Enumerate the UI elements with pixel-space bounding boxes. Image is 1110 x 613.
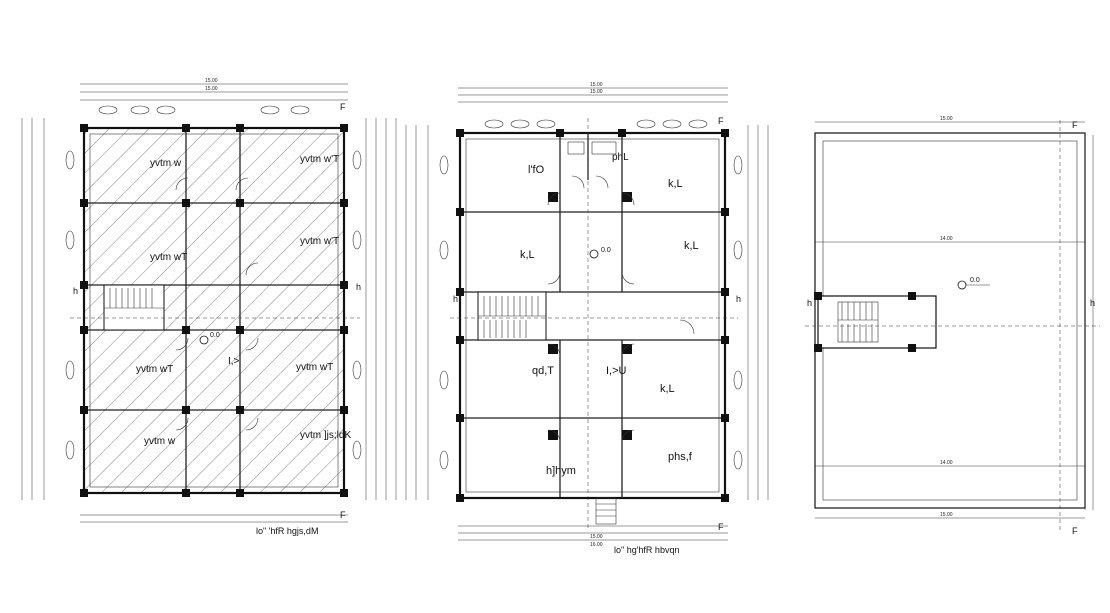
plan-1-room-label: yvtm w [144,436,176,447]
plan-2-level-text: 0.0 [601,247,611,254]
floor-plan-1: 15.00 15.00 [21,78,397,536]
plan-1-h-mark-right: h [356,282,361,292]
plan-3-dim-mid-2: 14.00 [940,460,953,466]
plan-2-columns [456,129,729,502]
plan-1-outer-wall [82,126,346,495]
plan-3-h-mark-right: h [1090,298,1095,308]
plan-2-outer-wall [458,131,727,500]
plan-1-doors [175,177,259,431]
plan-2-room-label: k,L [520,249,535,261]
plan-2-stair [477,291,547,341]
plan-2-room-label: h]hym [546,465,576,477]
plan-1-room-label: yvtm wT [296,362,333,373]
plan-3-level-marker-icon [957,280,967,290]
plan-3-dim-bottom: 15.00 [940,512,953,518]
plan-1-top-dimensions: 15.00 15.00 [80,78,348,523]
plan-3-section-mark-top: F [1072,120,1078,130]
floor-plan-2: 15.00 15.00 15.00 16.00 [405,82,769,555]
plan-2-h-mark-right: h [736,294,741,304]
plan-2-section-mark-top: F [718,116,724,126]
plan-2-room-label: qd,T [532,365,554,377]
plan-1-h-mark-left: h [73,286,78,296]
plan-2-level-marker-icon [589,249,599,259]
plan-1-section-mark-top: F [340,102,346,112]
plan-2-section-mark-bottom: F [718,522,724,532]
plan-1-room-label: yvtm w'T [300,236,339,247]
plan-1-room-label: yvtm w [150,158,182,169]
plan-3-level-text: 0.0 [970,277,980,284]
plan-2-room-label: I,>U [606,365,627,377]
plan-2-room-label: k,L [668,178,683,190]
plan-2-h-mark-left: h [453,294,458,304]
plan-1-dim-top-2: 15.00 [205,86,218,92]
plan-3-dim-top: 15.00 [940,116,953,122]
plan-1-room-label: I,> [228,356,240,367]
plan-2-dimensions: 15.00 15.00 15.00 16.00 [458,82,728,548]
plan-2-dim-bottom-1: 15.00 [590,534,603,540]
plan-2-room-label: k,L [660,383,675,395]
plan-2-doors [547,175,695,443]
plan-1-level-text: 0.0 [210,332,220,339]
plan-2-room-label: k,L [684,240,699,252]
plan-1-room-label: yvtm wT [150,252,187,263]
plan-1-level-marker-icon [199,335,209,345]
plan-3-stair-head [814,292,937,352]
plan-2-room-label: phL [612,152,629,163]
plan-2-window-symbols [439,119,743,470]
plan-2-room-label: phs,f [668,451,693,463]
plan-1-dim-top-1: 15.00 [205,78,218,84]
plan-1-room-label: yvtm w'T [300,154,339,165]
plan-2-room-label: l'fO [528,164,545,176]
plan-1-columns [80,124,348,497]
plan-2-dim-top-2: 15.00 [590,89,603,95]
plan-2-dim-top-1: 15.00 [590,82,603,88]
plan-1-window-symbols [65,105,362,460]
plan-1-section-mark-bottom: F [340,510,346,520]
plan-1-caption: lo" 'hfR hgjs,dM [256,526,318,536]
plan-2-caption: lo" hg'hfR hbvqn [614,545,679,555]
plan-2-entrance-steps [595,497,617,525]
plan-1-stair [103,284,165,331]
floor-plan-3-roof: 15.00 14.00 14.00 15.00 0.0 [805,116,1100,536]
plan-3-h-mark-left: h [807,298,812,308]
plan-3-section-mark-bottom: F [1072,526,1078,536]
plan-2-dim-bottom-2: 16.00 [590,542,603,548]
plan-1-room-label: yvtm ]js;ldK [300,430,351,441]
plan-3-dim-mid-1: 14.00 [940,236,953,242]
plan-1-room-label: yvtm wT [136,364,173,375]
